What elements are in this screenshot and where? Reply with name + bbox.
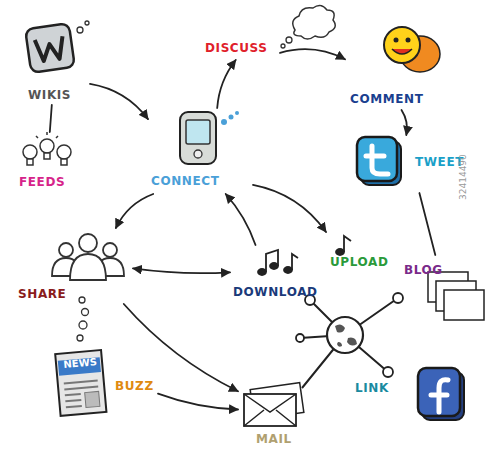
bubble xyxy=(281,44,285,48)
node-label: MAIL xyxy=(256,432,292,446)
node-label: BLOG xyxy=(404,263,443,277)
connector-arrow xyxy=(217,60,236,108)
connector-arrow xyxy=(402,110,407,135)
connector-arrow xyxy=(253,185,326,232)
connector-arrow xyxy=(124,304,238,391)
concept-node: FEEDS xyxy=(15,132,80,192)
connector-arrow xyxy=(226,194,256,245)
connector-arrow xyxy=(419,193,435,255)
concept-node: COMMENT xyxy=(345,18,440,110)
globe-hub xyxy=(296,293,403,388)
connector-arrow xyxy=(133,268,230,273)
newspaper-text: NEWS xyxy=(63,356,97,370)
concept-node: CONNECT xyxy=(148,108,253,194)
node-label: BUZZ xyxy=(115,379,154,393)
tweet-icon xyxy=(357,137,401,185)
node-label: SHARE xyxy=(18,287,66,301)
concept-node: BLOG xyxy=(402,255,487,327)
envelope-icon xyxy=(244,383,304,426)
node-label: TWEET xyxy=(415,155,464,169)
concept-node: WIKIS xyxy=(20,20,90,105)
concept-node: LINK xyxy=(352,362,467,422)
bubble xyxy=(77,27,83,33)
concept-node: UPLOAD xyxy=(326,232,388,272)
papers-icon xyxy=(428,272,484,320)
connector-arrow xyxy=(50,105,52,132)
smiley-icon xyxy=(384,27,440,72)
node-label: LINK xyxy=(355,381,389,395)
node-label: DOWNLOAD xyxy=(233,285,318,299)
node-label: FEEDS xyxy=(19,175,65,189)
dots xyxy=(77,297,89,341)
concept-node: MAIL xyxy=(238,383,303,449)
concept-node: TWEET xyxy=(352,135,472,193)
node-label: UPLOAD xyxy=(330,255,389,269)
phone-icon xyxy=(180,112,216,164)
concept-node: DOWNLOAD xyxy=(230,245,315,303)
node-label: CONNECT xyxy=(151,174,219,188)
bubble xyxy=(85,21,89,25)
newspaper-icon xyxy=(55,350,106,416)
bulbs-icon xyxy=(23,132,71,165)
node-label: DISCUSS xyxy=(205,41,268,55)
connector-arrow xyxy=(116,194,153,228)
concept-node: BUZZ xyxy=(52,343,158,423)
bubble xyxy=(221,119,227,125)
watermark: 32414490 xyxy=(458,154,468,200)
connector-arrow xyxy=(158,394,238,410)
concept-node: DISCUSS xyxy=(200,38,280,60)
concept-node: SHARE xyxy=(15,228,133,304)
connector-arrow xyxy=(280,49,345,59)
node-label: WIKIS xyxy=(28,88,71,102)
node-label: COMMENT xyxy=(350,92,424,106)
connector-arrow xyxy=(90,84,148,119)
bubble xyxy=(235,111,239,115)
people-icon xyxy=(52,234,124,280)
wiki-icon xyxy=(25,23,75,73)
facebook-icon xyxy=(418,368,464,420)
bubble xyxy=(229,115,234,120)
thought-cloud xyxy=(293,5,336,39)
bubble xyxy=(286,37,292,43)
